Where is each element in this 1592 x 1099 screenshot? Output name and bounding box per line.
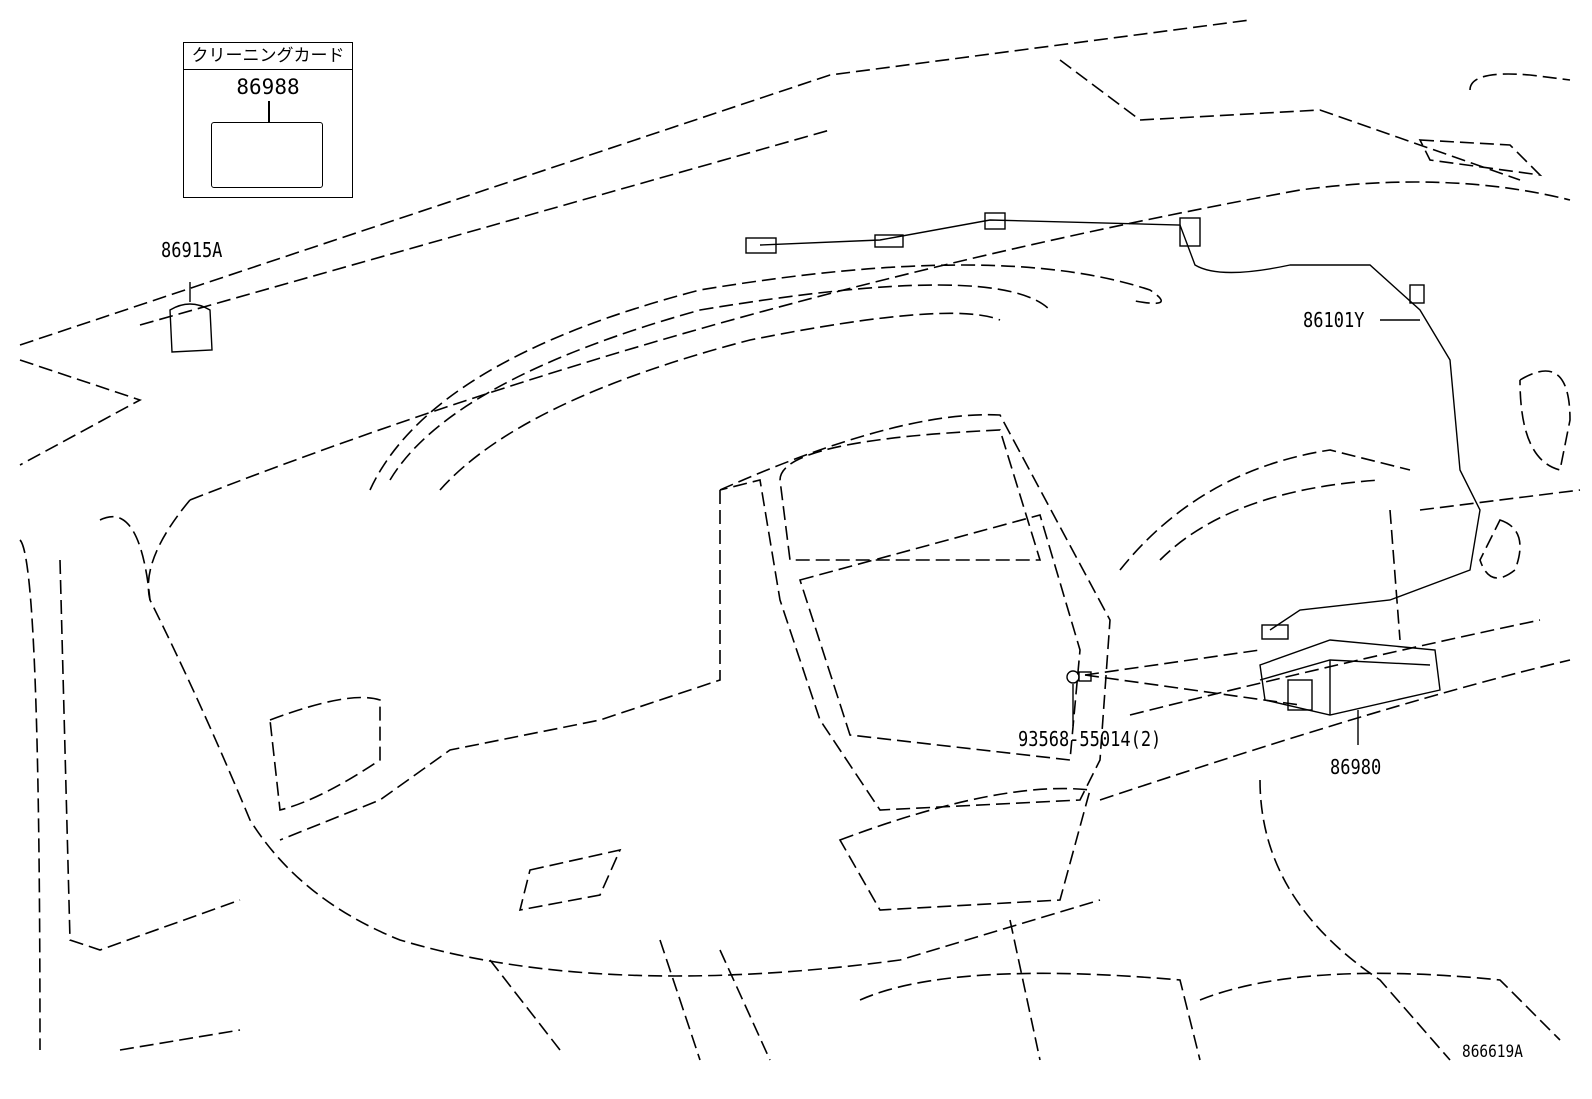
cleaning-card — [211, 122, 323, 188]
part-label-86988: 86988 — [236, 75, 300, 99]
part-label-module: 86980 — [1330, 755, 1382, 779]
inset-title: クリーニングカード — [184, 43, 352, 70]
part-label-clip: 86915A — [161, 238, 223, 262]
diagram-id: 866619A — [1462, 1042, 1523, 1062]
cleaning-card-inset: クリーニングカード 86988 — [183, 42, 353, 198]
leader-line — [268, 101, 270, 122]
part-label-bolt: 93568-55014(2) — [1018, 727, 1162, 751]
part-label-harness: 86101Y — [1303, 308, 1365, 332]
